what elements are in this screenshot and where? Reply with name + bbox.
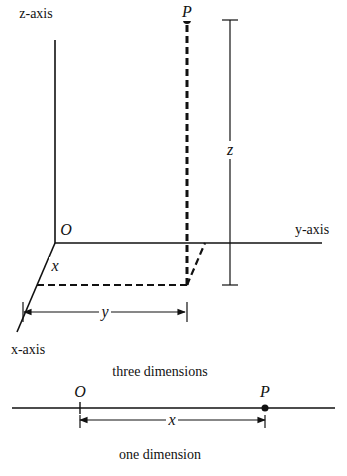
origin-tick (79, 402, 80, 414)
dimension-tick (186, 302, 187, 322)
dimension-label: x (166, 411, 177, 429)
dimension-tick (222, 284, 238, 285)
caption-label: one dimension (117, 447, 203, 462)
z-axis-line (54, 40, 56, 243)
caption-label: three dimensions (110, 364, 209, 379)
y-axis-line (55, 242, 322, 244)
dashed-height-line (186, 24, 189, 285)
dimension-tick (222, 19, 238, 20)
origin-label: O (58, 221, 74, 239)
origin-label: O (72, 383, 88, 401)
number-line (12, 407, 335, 409)
dimension-label: z (225, 141, 235, 159)
dimension-tick (79, 415, 80, 428)
dimension-label: y (99, 303, 110, 321)
axis-label: y-axis (293, 222, 331, 237)
point-p (262, 405, 269, 412)
dimension-tick (22, 302, 23, 322)
point-label: P (180, 3, 194, 21)
dashed-x-line (37, 284, 187, 286)
dashed-y-line (187, 243, 205, 285)
point-label: P (258, 383, 272, 401)
dimension-tick (264, 415, 265, 428)
axis-label: x-axis (9, 342, 47, 357)
dimension-label: x (49, 257, 60, 275)
axis-label: z-axis (17, 6, 54, 21)
